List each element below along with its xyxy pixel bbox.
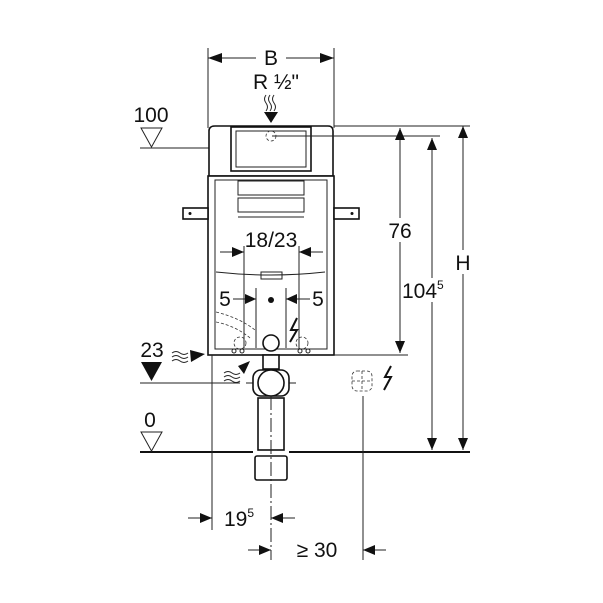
level-0-label: 0 bbox=[144, 409, 156, 432]
water-flow-icon bbox=[171, 350, 250, 383]
dim-min-30-label: ≥ 30 bbox=[297, 539, 338, 562]
level-marker-icon bbox=[140, 127, 163, 149]
water-inlet-icon bbox=[264, 94, 278, 123]
height-label: H bbox=[455, 252, 470, 275]
mounting-bracket-left bbox=[182, 207, 209, 220]
dim-104-5: 1045 bbox=[402, 138, 452, 450]
dim-5-left-label: 5 bbox=[219, 288, 231, 311]
dim-76: 76 bbox=[384, 128, 416, 353]
dim-19-label: 195 bbox=[224, 506, 254, 531]
level-marker-filled-icon bbox=[141, 362, 162, 381]
width-dimension: B bbox=[207, 47, 335, 128]
dim-min-30: ≥ 30 bbox=[248, 539, 386, 562]
cistern bbox=[207, 125, 335, 356]
dim-19-5: 195 bbox=[188, 506, 295, 531]
floor-level-marker-icon bbox=[140, 431, 163, 453]
center-point bbox=[268, 297, 274, 303]
electrical-icon bbox=[289, 317, 299, 343]
dim-76-label: 76 bbox=[388, 220, 411, 243]
width-label: B bbox=[264, 47, 278, 70]
mounting-bracket-right bbox=[333, 207, 360, 220]
level-100-label: 100 bbox=[133, 104, 168, 127]
dim-18-23-label: 18/23 bbox=[245, 229, 298, 252]
dim-height: H bbox=[452, 126, 474, 450]
drain-pipe bbox=[252, 354, 290, 481]
dim-104-label: 1045 bbox=[402, 278, 444, 303]
water-connection-label: R ½" bbox=[253, 71, 299, 94]
electrical-box-icon bbox=[351, 365, 393, 392]
dim-5-right-label: 5 bbox=[312, 288, 324, 311]
level-23-label: 23 bbox=[140, 339, 163, 362]
